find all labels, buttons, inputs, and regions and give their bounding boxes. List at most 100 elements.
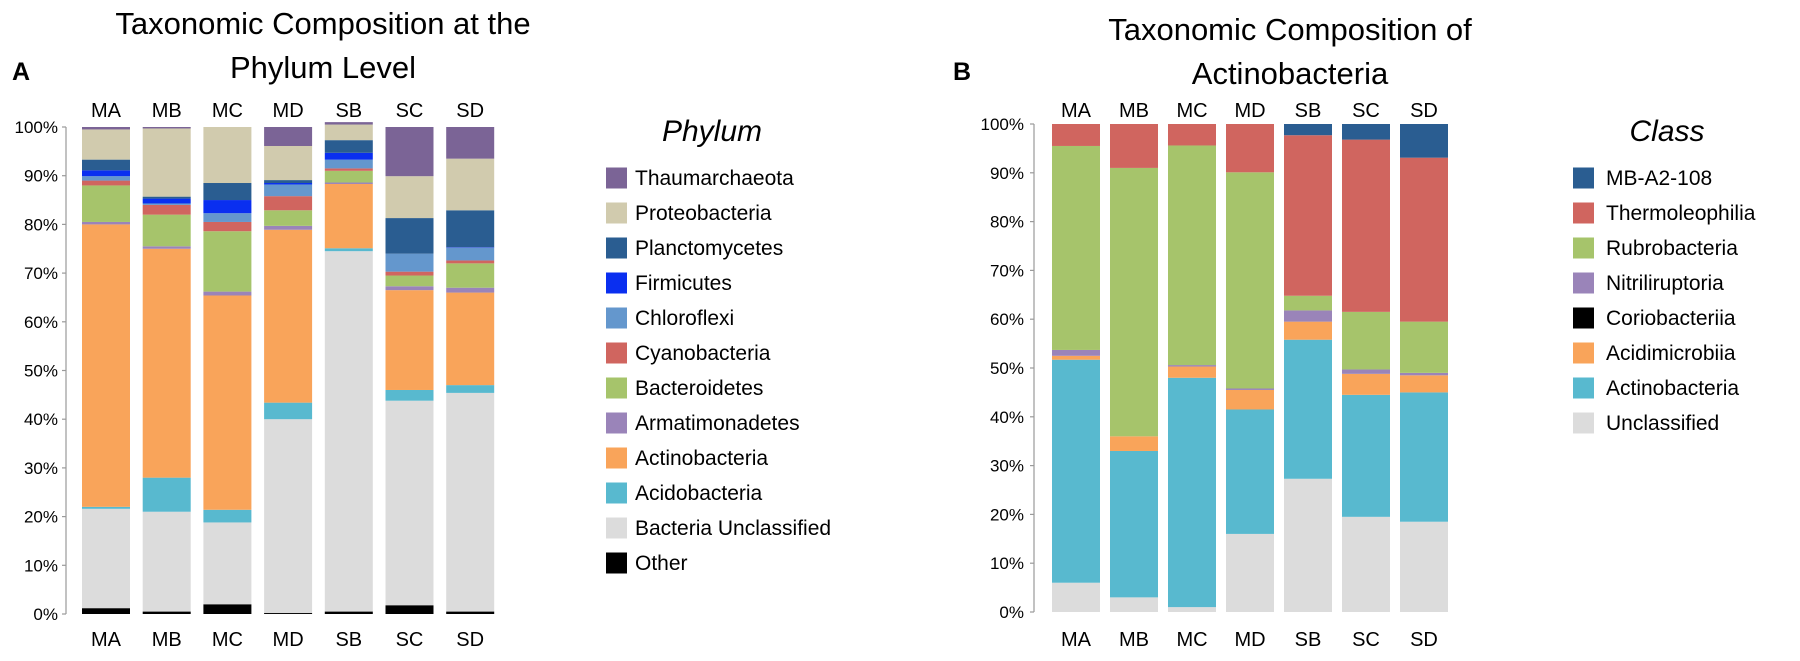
panel-a-legend-swatch-actinobacteria [606, 447, 627, 469]
panel-b-bar-md-nitriliruptoria [1226, 388, 1274, 390]
panel-a-y-tick-label: 100% [15, 118, 58, 137]
panel-a-legend-swatch-acidobacteria [606, 482, 627, 504]
panel-a-bar-md-bacteroidetes [264, 210, 313, 226]
panel-a-bar-mc-cyanobacteria [203, 221, 252, 232]
panel-a-bar-ma-bacteroidetes [82, 185, 130, 222]
panel-b-category-label-top: SB [1295, 100, 1322, 122]
panel-b-bar-md-unclassified [1226, 533, 1274, 612]
panel-a-bar-ma-firmicutes [82, 170, 130, 177]
panel-a-bar-md-actinobacteria [264, 229, 313, 403]
panel-a-legend-label-acidobacteria: Acidobacteria [635, 482, 763, 505]
panel-b-bar-sc-actinobacteria [1342, 394, 1390, 517]
panel-a-bar-sc-other [385, 605, 434, 614]
panel-a-bar-md-chloroflexi [264, 184, 313, 197]
panel-a-legend-label-cyanobacteria: Cyanobacteria [635, 342, 771, 365]
panel-a-category-label-bottom: MC [212, 629, 243, 651]
panel-a-legend-swatch-planctomycetes [606, 237, 627, 259]
panel-a-bar-sc-actinobacteria [385, 290, 434, 390]
panel-a-bar-ma-acidobacteria [82, 506, 130, 509]
panel-b-bar-md-rubrobacteria [1226, 172, 1274, 389]
panel-a-category-label-top: MB [152, 100, 182, 122]
panel-b-legend-swatch-mb-a2-108 [1573, 167, 1594, 189]
panel-a-bar-mc-other [203, 604, 252, 614]
panel-a-bar-sc-chloroflexi [385, 253, 434, 272]
panel-b-legend-swatch-unclassified [1573, 412, 1594, 434]
panel-b-y-tick-label: 0% [999, 603, 1024, 622]
panel-b-legend-swatch-acidimicrobiia [1573, 342, 1594, 364]
panel-b-category-label-bottom: SC [1352, 629, 1380, 651]
panel-a-category-label-bottom: SB [335, 629, 362, 651]
panel-a-bar-mb-planctomycetes [142, 196, 191, 199]
panel-a-legend-swatch-firmicutes [606, 272, 627, 294]
panel-b-bar-sd-acidimicrobiia [1400, 375, 1448, 393]
panel-a-bar-mc-chloroflexi [203, 213, 252, 222]
panel-a-bar-md-cyanobacteria [264, 196, 313, 211]
panel-a-legend-label-firmicutes: Firmicutes [635, 272, 732, 295]
panel-b-bar-sb-actinobacteria [1284, 339, 1332, 479]
panel-a-bar-ma-thaumarchaeota [82, 127, 130, 130]
panel-b-y-tick-label: 10% [990, 554, 1024, 573]
panel-b-bar-ma-unclassified [1052, 582, 1100, 612]
panel-b-bar-sb-mb-a2-108 [1284, 124, 1332, 136]
panel-b-bar-ma-actinobacteria [1052, 359, 1100, 583]
panel-a-bar-sb-planctomycetes [324, 140, 373, 153]
panel-a-bar-sb-chloroflexi [324, 159, 373, 169]
panel-b-bar-mc-nitriliruptoria [1168, 365, 1216, 367]
panel-b-bar-ma-thermoleophilia [1052, 124, 1100, 146]
panel-b-bar-sc-unclassified [1342, 516, 1390, 612]
panel-a-category-label-top: SC [396, 100, 424, 122]
panel-b-y-tick-label: 80% [990, 213, 1024, 232]
panel-a-bar-md-acidobacteria [264, 402, 313, 420]
panel-a-label: A [12, 58, 30, 86]
panel-a-y-tick-label: 80% [24, 215, 58, 234]
panel-b-bar-mc-actinobacteria [1168, 377, 1216, 608]
panel-a-bar-mc-acidobacteria [203, 509, 252, 523]
panel-a-bar-sd-bacteroidetes [446, 263, 495, 288]
panel-b-legend-swatch-thermoleophilia [1573, 202, 1594, 224]
panel-a-bar-sb-firmicutes [324, 152, 373, 160]
panel-a-bar-mb-chloroflexi [142, 203, 191, 205]
panel-b-bar-md-actinobacteria [1226, 409, 1274, 534]
panel-b-bar-mc-thermoleophilia [1168, 124, 1216, 146]
panel-b-bar-sb-unclassified [1284, 478, 1332, 612]
panel-a-legend-label-thaumarchaeota: Thaumarchaeota [635, 167, 794, 190]
panel-a-y-tick-label: 20% [24, 508, 58, 527]
panel-b-bar-sc-nitriliruptoria [1342, 369, 1390, 374]
panel-a-y-tick-label: 70% [24, 264, 58, 283]
panel-b-bar-sd-thermoleophilia [1400, 157, 1448, 322]
panel-a-y-tick-label: 0% [33, 605, 58, 624]
panel-a-bar-mc-armatimonadetes [203, 291, 252, 296]
panel-a-legend-swatch-proteobacteria [606, 202, 627, 224]
panel-a-legend-label-armatimonadetes: Armatimonadetes [635, 412, 800, 435]
panel-a-category-label-bottom: MD [273, 629, 304, 651]
panel-a-bar-sd-acidobacteria [446, 385, 495, 393]
panel-b-bar-md-acidimicrobiia [1226, 389, 1274, 410]
panel-b-y-tick-label: 60% [990, 310, 1024, 329]
panel-b-legend-label-thermoleophilia: Thermoleophilia [1606, 202, 1756, 225]
panel-a-bar-mb-firmicutes [142, 198, 191, 204]
panel-b-bar-sb-thermoleophilia [1284, 135, 1332, 296]
panel-b-legend-label-actinobacteria: Actinobacteria [1606, 377, 1739, 400]
panel-a-bar-sc-proteobacteria [385, 176, 434, 219]
panel-a-bar-md-planctomycetes [264, 180, 313, 184]
panel-b-bar-mc-rubrobacteria [1168, 145, 1216, 366]
panel-b-bar-mc-unclassified [1168, 607, 1216, 612]
panel-a-y-tick-label: 10% [24, 556, 58, 575]
panel-a-bar-mc-firmicutes [203, 200, 252, 214]
panel-a-legend-swatch-bacteria-unclassified [606, 517, 627, 539]
panel-a-category-label-bottom: MB [152, 629, 182, 651]
panel-a-bar-mb-thaumarchaeota [142, 127, 191, 129]
panel-a-bar-sd-thaumarchaeota [446, 127, 495, 159]
panel-a-bar-sc-cyanobacteria [385, 271, 434, 276]
panel-a-bar-mc-proteobacteria [203, 127, 252, 184]
panel-b-y-tick-label: 50% [990, 359, 1024, 378]
panel-a-legend-label-bacteria-unclassified: Bacteria Unclassified [635, 517, 831, 540]
panel-a-bar-sc-bacteroidetes [385, 275, 434, 287]
panel-b-chart: Taxonomic Composition ofActinobacteriaB0… [953, 12, 1756, 651]
panel-b-bar-sc-rubrobacteria [1342, 311, 1390, 370]
panel-b-bar-mb-unclassified [1110, 597, 1158, 612]
panel-a-bar-ma-armatimonadetes [82, 221, 130, 225]
panel-a-bar-sb-thaumarchaeota [324, 122, 373, 125]
panel-b-category-label-bottom: MD [1234, 629, 1265, 651]
